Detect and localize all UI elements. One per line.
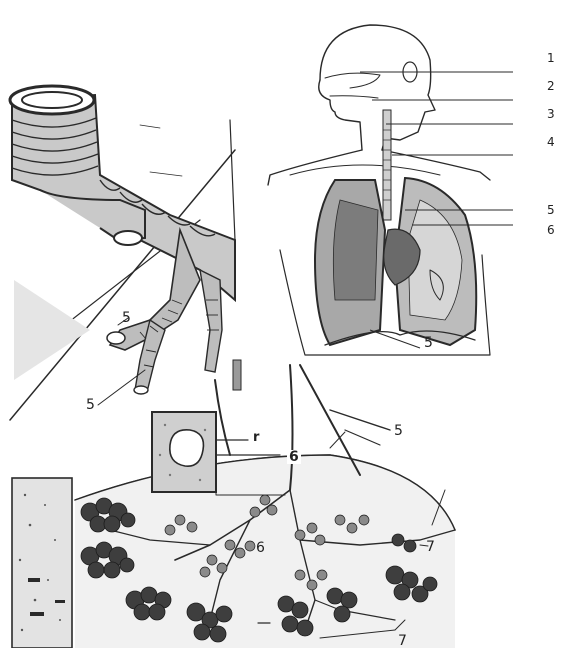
alveoli-label-7-right: 7	[426, 540, 435, 554]
key-label-5: 5	[547, 204, 555, 216]
torso-lungs-illustration	[268, 25, 513, 355]
key-label-2: 2	[547, 80, 555, 92]
inset-label-6: 6	[287, 450, 301, 464]
key-label-6: 6	[547, 224, 555, 236]
bronchiole-label-5: 5	[394, 424, 403, 438]
bronchus-label-5-upper: 5	[122, 311, 131, 325]
alveoli-label-7-bottom: 7	[398, 634, 407, 648]
key-label-1: 1	[547, 52, 555, 64]
key-label-3: 3	[547, 108, 555, 120]
bronchus-label-5-lower: 5	[86, 398, 95, 412]
key-label-4: 4	[547, 136, 555, 148]
alveoli-illustration	[12, 365, 455, 648]
alveoli-label-6: 6	[256, 541, 265, 555]
inset-label-r: r	[253, 431, 259, 444]
torso-label-5: 5	[424, 336, 433, 350]
